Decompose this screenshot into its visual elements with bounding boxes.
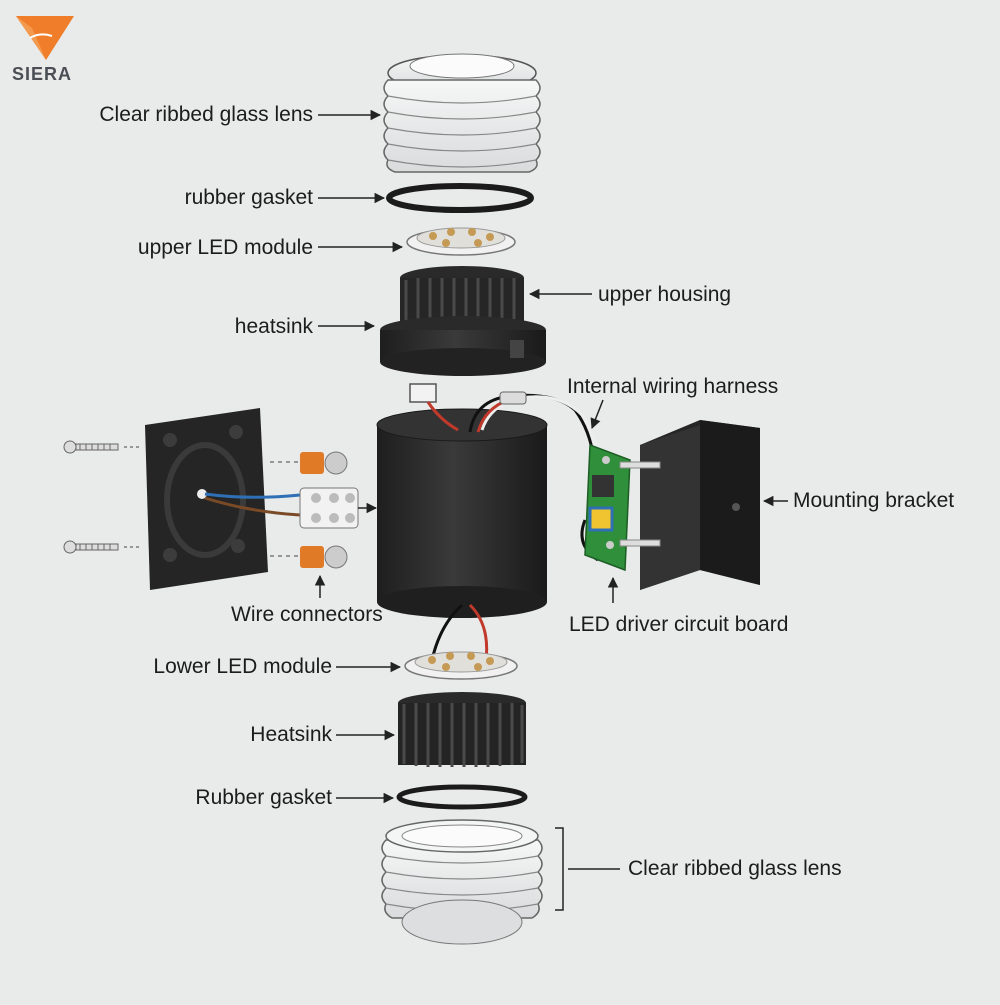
leader-lines xyxy=(314,109,788,870)
wiring-harness xyxy=(409,383,602,562)
label-gasket-bottom: Rubber gasket xyxy=(195,786,332,809)
label-wire-connectors: Wire connectors xyxy=(231,603,383,626)
wire-nut-icon xyxy=(270,451,348,569)
label-upper-housing: upper housing xyxy=(598,283,732,306)
gasket-icon xyxy=(386,183,534,213)
label-led-lower: Lower LED module xyxy=(153,655,332,678)
brand-name: SIERA xyxy=(12,64,73,84)
lens-bracket-line xyxy=(555,827,564,911)
label-heatsink-bottom: Heatsink xyxy=(250,723,332,746)
main-housing-cylinder xyxy=(376,408,548,618)
terminal-block-icon xyxy=(299,487,359,529)
label-wiring-harness: Internal wiring harness xyxy=(567,375,779,398)
label-lens-bottom: Clear ribbed glass lens xyxy=(628,857,842,880)
circuit-board-icon xyxy=(584,443,631,572)
screw-icon xyxy=(63,440,140,554)
label-gasket-top: rubber gasket xyxy=(184,186,313,209)
gasket-icon xyxy=(396,784,528,810)
label-lens-top: Clear ribbed glass lens xyxy=(99,103,313,126)
lens-icon xyxy=(383,53,541,173)
upper-housing-ring xyxy=(380,316,546,376)
lens-icon xyxy=(381,819,543,945)
led-module-icon xyxy=(404,651,518,680)
bracket-icon xyxy=(619,420,760,590)
label-heatsink-top: heatsink xyxy=(234,315,313,338)
led-module-icon xyxy=(406,227,516,256)
heatsink-icon xyxy=(398,692,526,767)
label-led-upper: upper LED module xyxy=(137,236,313,259)
label-mounting-bracket: Mounting bracket xyxy=(793,489,955,512)
brand-logo-icon xyxy=(16,16,74,60)
label-led-driver: LED driver circuit board xyxy=(569,613,789,636)
